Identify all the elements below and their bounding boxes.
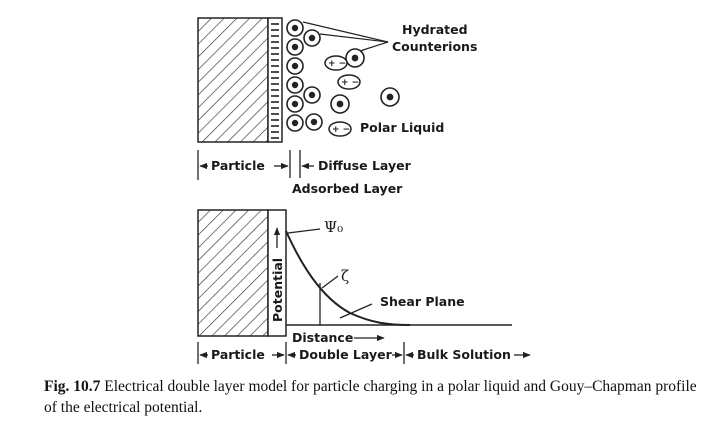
potential-axis-label: Potential	[270, 258, 285, 322]
caption-text: Electrical double layer model for partic…	[44, 378, 697, 416]
zeta-leader	[321, 275, 339, 289]
diffuse-counterions	[330, 48, 400, 114]
psi0-label: Ψ₀	[324, 218, 343, 236]
particle-block-bottom	[197, 209, 269, 337]
adsorbed-counterions	[286, 19, 323, 132]
particle-block-top	[197, 17, 269, 143]
adsorbed-layer-label: Adsorbed Layer	[292, 181, 403, 196]
svg-text:+ −: + −	[328, 59, 346, 69]
polar-liquid-label: Polar Liquid	[360, 120, 444, 135]
double-layer-diagram: + − + − + − Hydrated Counterions Polar L…	[197, 17, 531, 364]
dipole-signs: + − + − + −	[328, 59, 359, 135]
shear-plane-leader	[339, 303, 373, 319]
top-region-markers	[197, 150, 301, 180]
top-panel: + − + − + − Hydrated Counterions Polar L…	[197, 17, 477, 196]
hydrated-leader-lines	[302, 21, 389, 52]
bottom-region-markers	[197, 342, 405, 364]
potential-curve	[285, 230, 411, 326]
shear-plane-label: Shear Plane	[380, 294, 465, 309]
potential-axis-strip	[267, 209, 287, 337]
diffuse-layer-label: Diffuse Layer	[318, 158, 412, 173]
particle-label-top: Particle	[211, 158, 265, 173]
svg-text:+ −: + −	[341, 78, 359, 88]
particle-label-bottom: Particle	[211, 347, 265, 362]
svg-text:+ −: + −	[332, 125, 350, 135]
figure-caption: Fig. 10.7 Electrical double layer model …	[44, 376, 704, 418]
hydrated-label-line2: Counterions	[392, 39, 477, 54]
surface-charge-ticks	[271, 23, 279, 139]
distance-label: Distance	[292, 330, 353, 345]
double-layer-label: Double Layer	[299, 347, 393, 362]
bulk-solution-label: Bulk Solution	[417, 347, 511, 362]
psi0-leader	[287, 228, 321, 234]
polar-dipoles	[324, 55, 361, 137]
zeta-label: ζ	[341, 267, 349, 285]
bottom-panel: Potential Ψ₀ ζ Shear Plane Distance	[197, 209, 531, 364]
hydrated-label-line1: Hydrated	[402, 22, 468, 37]
figure-number: Fig. 10.7	[44, 378, 101, 395]
adsorbed-layer-strip	[267, 17, 283, 143]
